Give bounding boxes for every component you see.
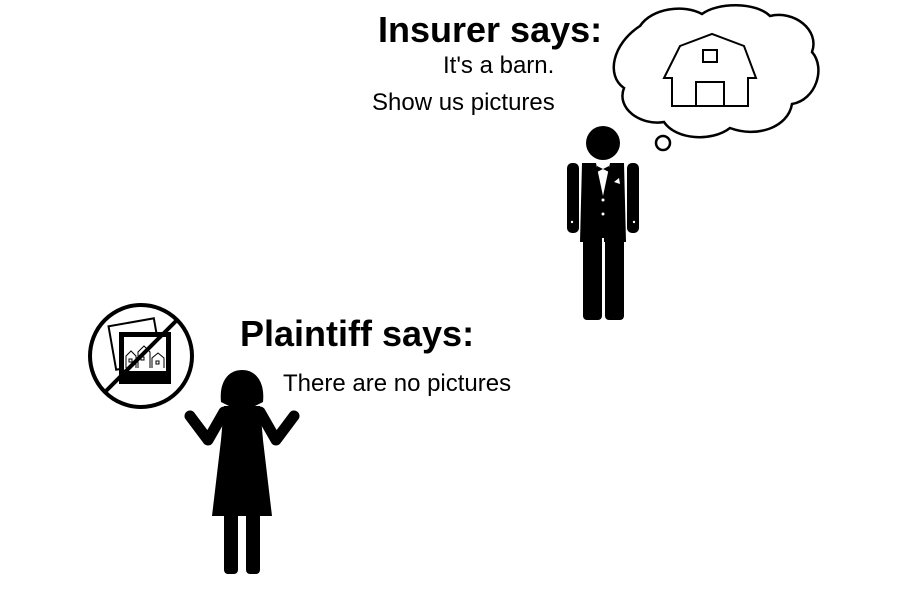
plaintiff-heading: Plaintiff says:: [240, 313, 475, 354]
insurer-heading: Insurer says:: [378, 9, 603, 50]
insurer-line-2: Show us pictures: [372, 89, 555, 116]
thought-dot: [654, 134, 672, 152]
plaintiff-line-1: There are no pictures: [283, 370, 512, 397]
insurer-figure: [567, 126, 639, 320]
no-pictures-icon: [88, 303, 194, 409]
plaintiff-figure: [184, 370, 300, 574]
thought-bubble: [612, 4, 820, 152]
barn-icon: [662, 32, 758, 107]
insurer-line-1: It's a barn.: [443, 52, 555, 79]
